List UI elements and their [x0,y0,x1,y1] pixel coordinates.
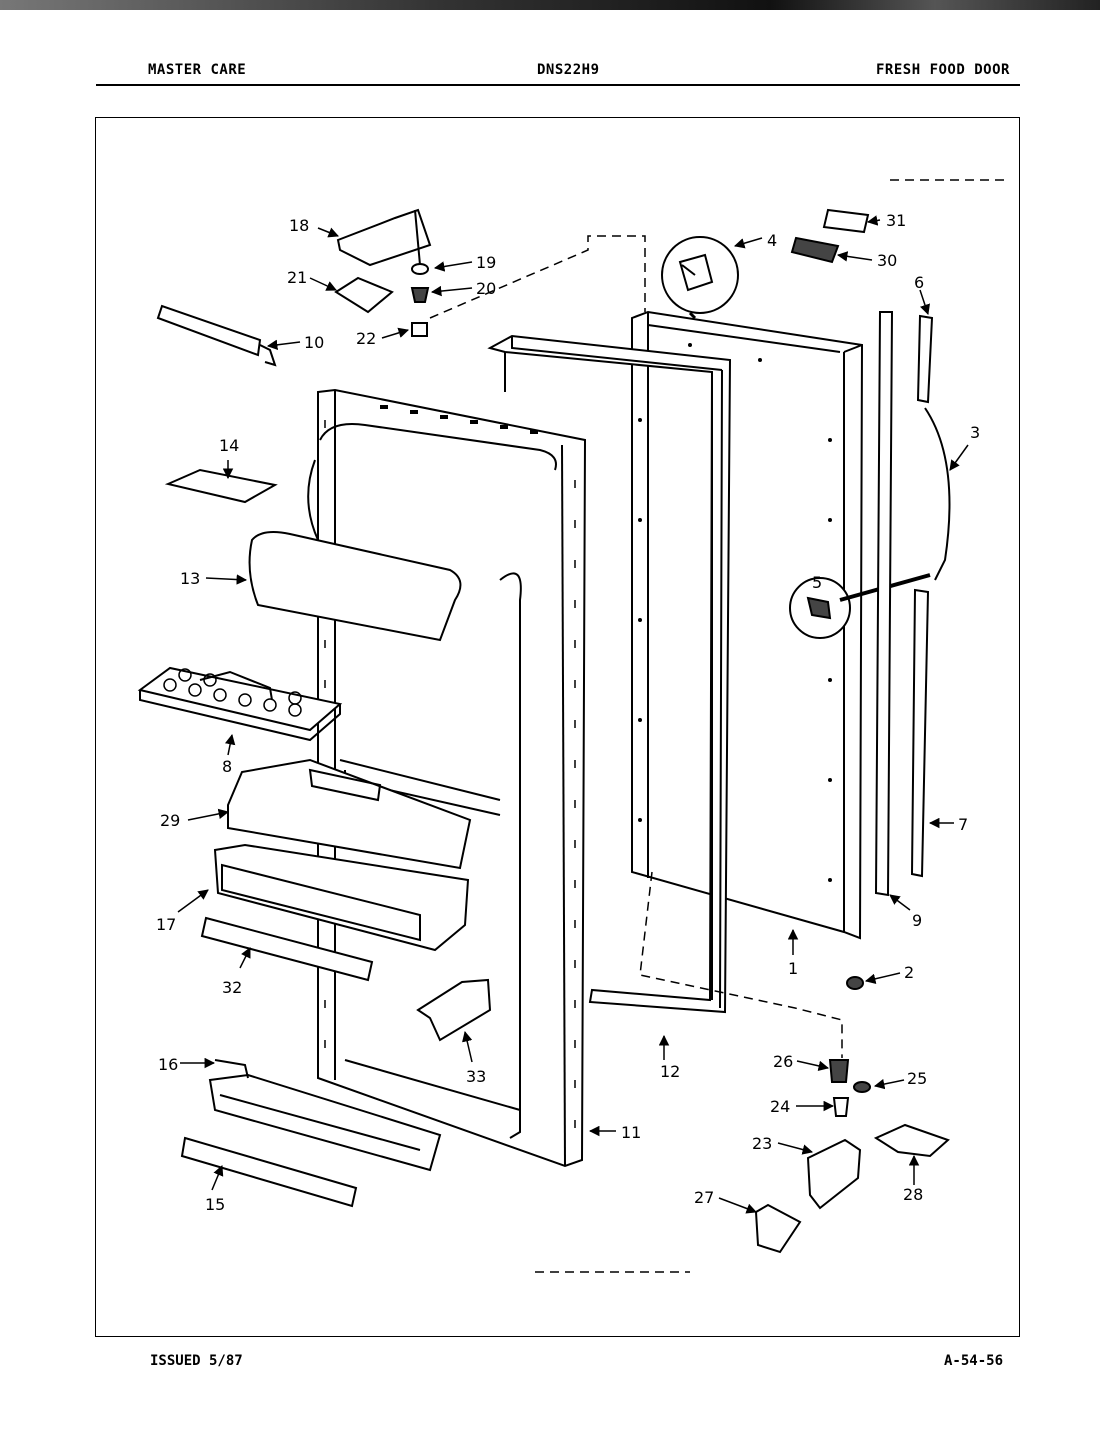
callout-27: 27 [694,1188,714,1207]
lower-hinge-bracket [806,1138,862,1210]
hinge-pin [414,209,421,266]
toe-bracket [754,1203,802,1254]
hinge-cap [411,322,428,337]
section-title: FRESH FOOD DOOR [876,62,1010,78]
callout-33: 33 [466,1067,486,1086]
lower-washer [853,1081,871,1093]
callout-31: 31 [886,211,906,230]
scan-artifact-bar [0,0,1100,10]
hinge-washer [411,263,429,275]
outer-door-panel [631,310,864,940]
callout-13: 13 [180,569,200,588]
lower-door-bin [208,1059,442,1172]
shelf-bracket [416,978,492,1042]
upper-hinge [336,208,432,267]
callout-4: 4 [767,231,777,250]
page-code: A-54-56 [944,1353,1004,1369]
callout-24: 24 [770,1097,790,1116]
shelf-clip-part [164,468,278,504]
callout-11: 11 [621,1123,641,1142]
callout-22: 22 [356,329,376,348]
callout-15: 15 [205,1195,225,1214]
callout-5: 5 [812,573,822,592]
callout-6: 6 [914,273,924,292]
callout-9: 9 [912,911,922,930]
lower-hinge-plate [873,1123,950,1158]
callout-10: 10 [304,333,324,352]
door-gasket [487,334,732,1014]
callout-3: 3 [970,423,980,442]
cover-plate [822,208,870,234]
door-seal-strip [874,311,894,897]
gasket-plate [790,236,840,264]
model-number: DNS22H9 [537,62,600,78]
callout-32: 32 [222,978,242,997]
hinge-shim [334,276,394,314]
door-plug [846,976,864,990]
hinge-pin-lower [832,1097,850,1117]
callout-26: 26 [773,1052,793,1071]
callout-8: 8 [222,757,232,776]
callout-19: 19 [476,253,496,272]
handle-trim [156,304,277,367]
bin-trim-strip [200,916,374,982]
callout-12: 12 [660,1062,680,1081]
dairy-cover [248,531,462,642]
callout-21: 21 [287,268,307,287]
brand-title: MASTER CARE [148,62,247,78]
hinge-bushing [410,287,430,303]
bin-cover [227,758,472,870]
side-trim-lower [910,588,930,878]
detail-circle-4 [661,236,739,320]
callout-7: 7 [958,815,968,834]
callout-14: 14 [219,436,239,455]
callout-28: 28 [903,1185,923,1204]
side-trim-upper [916,314,934,404]
detail-circle-5 [789,573,931,639]
door-bin [213,843,470,952]
callout-29: 29 [160,811,180,830]
callout-17: 17 [156,915,176,934]
lower-bin-trim [180,1136,358,1208]
callout-20: 20 [476,279,496,298]
callout-30: 30 [877,251,897,270]
hinge-spring [828,1059,850,1083]
callout-1: 1 [788,959,798,978]
header-rule [96,84,1020,86]
diagram-frame [95,117,1020,1337]
callout-23: 23 [752,1134,772,1153]
callout-25: 25 [907,1069,927,1088]
issued-date: ISSUED 5/87 [150,1353,243,1369]
callout-2: 2 [904,963,914,982]
callout-16: 16 [158,1055,178,1074]
wire-harness [924,407,951,581]
egg-tray [137,666,343,742]
callout-18: 18 [289,216,309,235]
